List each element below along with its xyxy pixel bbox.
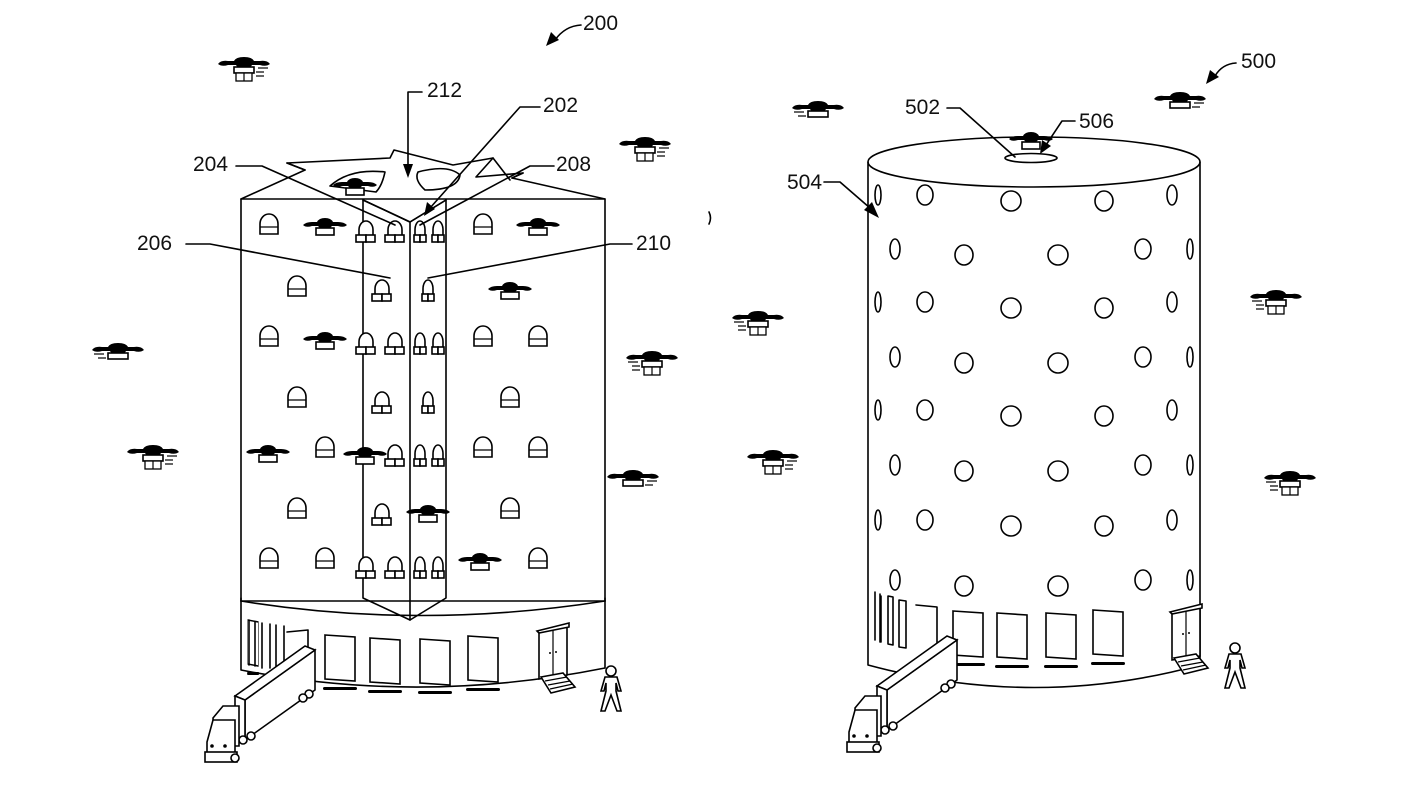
uav-drone-icon [619,137,671,161]
figure-200: 200 212 202 204 208 206 210 [137,12,671,763]
ref-506: 506 [1079,110,1114,133]
facade-port [1000,515,1022,537]
entrance-door-icon [536,622,576,694]
uav-drone-icon [792,101,844,117]
facade-port [916,509,934,531]
facade-port [1166,509,1178,531]
facade-port [889,238,901,260]
loading-dock-door-icon [1043,612,1079,669]
facade-port [874,399,882,421]
uav-drone-icon [127,445,179,469]
facade-port [1047,352,1069,374]
facade-port [916,399,934,421]
base-level-500 [874,591,1209,675]
facade-port [954,460,974,482]
leader-lines-500 [823,62,1237,218]
uav-drone-icon [747,450,799,474]
uav-drone-icon [732,311,784,335]
loading-dock-door-icon [322,634,358,691]
facade-port [1166,291,1178,313]
stray-mark [708,211,712,225]
facade-port [1094,405,1114,427]
facade-port [1000,297,1022,319]
facade-port [1047,460,1069,482]
facade-port [954,244,974,266]
ref-206: 206 [137,232,172,255]
facade-port [1134,346,1152,368]
ref-202: 202 [543,94,578,117]
uav-drone-icon [457,552,503,571]
uav-drone-icon [1250,290,1302,314]
person-icon [1224,642,1246,689]
facade-port [874,184,882,206]
loading-dock-door-icon [465,635,501,692]
uav-drone-icon [302,217,348,236]
ref-212: 212 [427,79,462,102]
facade-port [874,509,882,531]
uav-drone-icon [606,469,660,487]
uav-drone-icon [332,177,378,196]
leader-lines-200 [185,24,633,279]
uav-drone-icon [405,504,451,523]
person-icon [600,665,622,712]
building-body [240,149,606,621]
facade-port [954,575,974,597]
delivery-truck-icon [204,645,316,763]
corner-bays [342,220,451,579]
ref-208: 208 [556,153,591,176]
facade-ports [874,184,1194,597]
uav-drone-icon [302,331,348,350]
loading-dock-door-icon [994,612,1030,669]
right-wing-windows [457,213,561,571]
facade-port [1166,399,1178,421]
facade-port [1186,346,1194,368]
uav-drone-icon [1153,91,1207,109]
facade-port [954,352,974,374]
facade-port [916,184,934,206]
facade-port [874,291,882,313]
figure-500: 500 502 506 504 [787,50,1276,753]
uav-drone-icon [342,446,388,465]
uav-drone-icon [1264,471,1316,495]
ref-502: 502 [905,96,940,119]
ref-204: 204 [193,153,228,176]
facade-port [1094,515,1114,537]
loading-dock-door-icon [1090,609,1126,666]
facade-port [1094,297,1114,319]
uav-drone-icon [626,351,678,375]
uav-drone-icon [487,281,533,300]
facade-port [889,454,901,476]
facade-port [1000,190,1022,212]
facade-port [916,291,934,313]
facade-port [1186,238,1194,260]
facade-port [1094,190,1114,212]
facade-port [1047,244,1069,266]
ref-210: 210 [636,232,671,255]
facade-port [1186,569,1194,591]
facade-port [1000,405,1022,427]
uav-drone-icon [515,217,561,236]
facade-port [1166,184,1178,206]
uav-drone-icon [92,343,144,359]
entrance-door-icon [1169,603,1209,675]
uav-drone-icon [245,444,291,463]
ref-504: 504 [787,171,822,194]
facade-port [1047,575,1069,597]
facade-port [1134,569,1152,591]
loading-dock-door-icon [367,637,403,694]
uav-drone-icon [218,57,270,81]
facade-port [1134,454,1152,476]
flying-drones-500 [792,91,1316,495]
delivery-truck-icon [846,635,958,753]
ref-500: 500 [1241,50,1276,73]
facade-port [1186,454,1194,476]
facade-port [889,569,901,591]
facade-port [889,346,901,368]
facade-port [1134,238,1152,260]
ref-200: 200 [583,12,618,35]
